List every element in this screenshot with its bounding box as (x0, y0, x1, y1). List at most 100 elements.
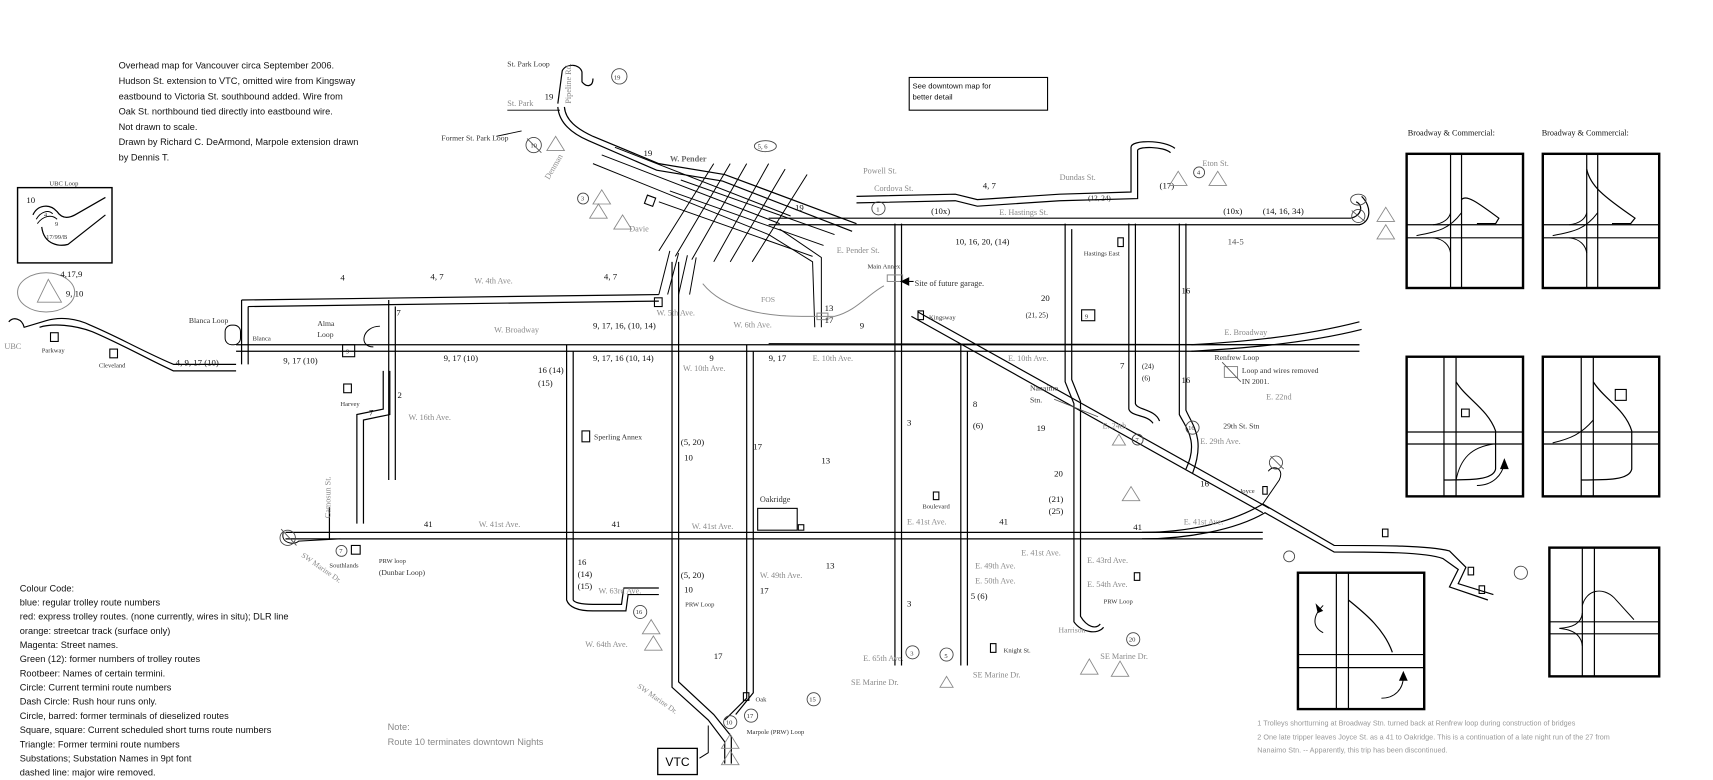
wire (856, 141, 1176, 201)
terminus-name: Knight St. (1004, 647, 1031, 654)
route-number: 4, 9, 17 (10) (176, 357, 219, 367)
fos-line (702, 283, 885, 317)
triangle-icon (1079, 658, 1099, 675)
badge-text: 20 (1129, 636, 1136, 643)
route-number: 9, 17 (10) (283, 355, 317, 365)
route-number: 9 (709, 353, 714, 363)
wire (1348, 599, 1393, 653)
route-number: 9, 17, 16, (10, 14) (593, 320, 656, 330)
legend-item: Triangle: Former termini route numbers (20, 739, 180, 749)
street-name: W. 41st Ave. (692, 522, 734, 531)
inset-frame (1296, 571, 1426, 711)
wire (735, 351, 754, 715)
wire (1262, 467, 1282, 505)
terminus-name: Oakridge (760, 495, 791, 504)
inset-frame (1548, 546, 1661, 678)
short-turn-square (1081, 309, 1096, 322)
badge-text: 9 (346, 348, 349, 355)
title-line: Oak St. northbound tied directly into ea… (119, 107, 333, 117)
route-number: 7 (1120, 361, 1125, 371)
terminus-name: Hastings East (1084, 250, 1120, 257)
triangle-icon (643, 635, 663, 651)
wire (917, 311, 1270, 509)
route-number: 20 (1054, 469, 1063, 479)
inset-box-6 (1548, 546, 1661, 678)
wire (1128, 223, 1154, 424)
footnote: Nanaimo Stn. -- Apparently, this trip ha… (1257, 746, 1447, 755)
street-name: E. 65th Ave. (863, 654, 903, 663)
triangle-icon (546, 135, 566, 151)
street-name: Camosun St. (323, 476, 332, 518)
street-name: E. Broadway (1224, 328, 1268, 337)
terminus-name: (Dunbar Loop) (379, 568, 426, 577)
route-number: 3 (907, 599, 912, 609)
route-number: 16 (578, 557, 587, 567)
legend-item: Dash Circle: Rush hour runs only. (20, 697, 157, 707)
route-number: 17 (760, 585, 769, 595)
route-label: 10 (26, 195, 35, 205)
wire (241, 293, 659, 301)
inset-frame (1541, 152, 1661, 290)
terminus-name: Alma (317, 319, 335, 328)
terminus-name: Former St. Park Loop (441, 134, 508, 143)
street-name: SW Marine Dr. (636, 682, 680, 716)
loop-wire (32, 196, 106, 218)
wire (768, 195, 1370, 226)
terminus-name: Loop and wires removed (1242, 366, 1319, 375)
route-label: 4 (44, 212, 48, 219)
wire (39, 324, 237, 372)
route-number: 10 (684, 584, 693, 594)
street-name: E. 50th Ave. (975, 577, 1015, 586)
wire (356, 370, 384, 524)
terminus-name: Harrison (1059, 626, 1086, 635)
triangle-icon (1376, 206, 1396, 222)
triangle-icon (1111, 433, 1127, 446)
wire (658, 179, 835, 257)
street-name: Eton St. (1202, 159, 1228, 168)
loop (363, 325, 380, 348)
street-name: St. Park (507, 99, 534, 108)
route-label: 9, 10 (66, 289, 84, 299)
route-number: 10 (684, 452, 693, 462)
title-line: Hudson St. extension to VTC, omitted wir… (119, 76, 356, 86)
badge-text: 7 (339, 548, 343, 555)
wire (1191, 328, 1362, 352)
wire (768, 228, 822, 328)
terminus-name: UBC (4, 342, 21, 351)
loop (224, 324, 241, 346)
title-block: Overhead map for Vancouver circa Septemb… (119, 61, 359, 163)
wire (1581, 381, 1633, 481)
route-number: 16 (1182, 375, 1191, 385)
substation-icon (350, 544, 361, 555)
triangle-icon (720, 733, 740, 749)
terminus-name: VTC (665, 755, 689, 769)
legend-item: dashed line: major wire removed. (20, 768, 156, 778)
street-name: W. 5th Ave. (657, 308, 695, 317)
badge-text: 4 (1197, 170, 1201, 177)
loop-wire (41, 214, 106, 246)
route-number: 13 (825, 303, 834, 313)
legend-item: Magenta: Street names. (20, 640, 118, 650)
legend-item: Circle, barred: former terminals of dies… (20, 711, 229, 721)
bar-line (1221, 361, 1242, 383)
wire (1141, 512, 1489, 601)
route-circle (577, 192, 590, 205)
oakridge-box (757, 507, 798, 531)
street-name: SE Marine Dr. (973, 670, 1021, 679)
badge-text: 10 (530, 142, 537, 149)
vtc-box (657, 747, 698, 776)
route-circle (611, 68, 628, 85)
route-circle (939, 647, 954, 662)
terminus-name: 29th St. Stn (1223, 422, 1259, 431)
route-circle (1131, 433, 1144, 446)
route-circle (806, 692, 821, 707)
terminus-name: Parkway (42, 347, 66, 354)
legend-item: Rootbeer: Names of certain termini. (20, 668, 166, 678)
former-short-turn-square (1223, 366, 1239, 378)
terminus-name: FOS (761, 295, 775, 304)
downtown-note: See downtown map for better detail (908, 76, 1049, 111)
street-name: W. 16th Ave. (408, 413, 450, 422)
wire (699, 725, 709, 759)
terminus-name: Renfrew Loop (1214, 353, 1259, 362)
terminus-name: Kingsway (929, 315, 956, 322)
